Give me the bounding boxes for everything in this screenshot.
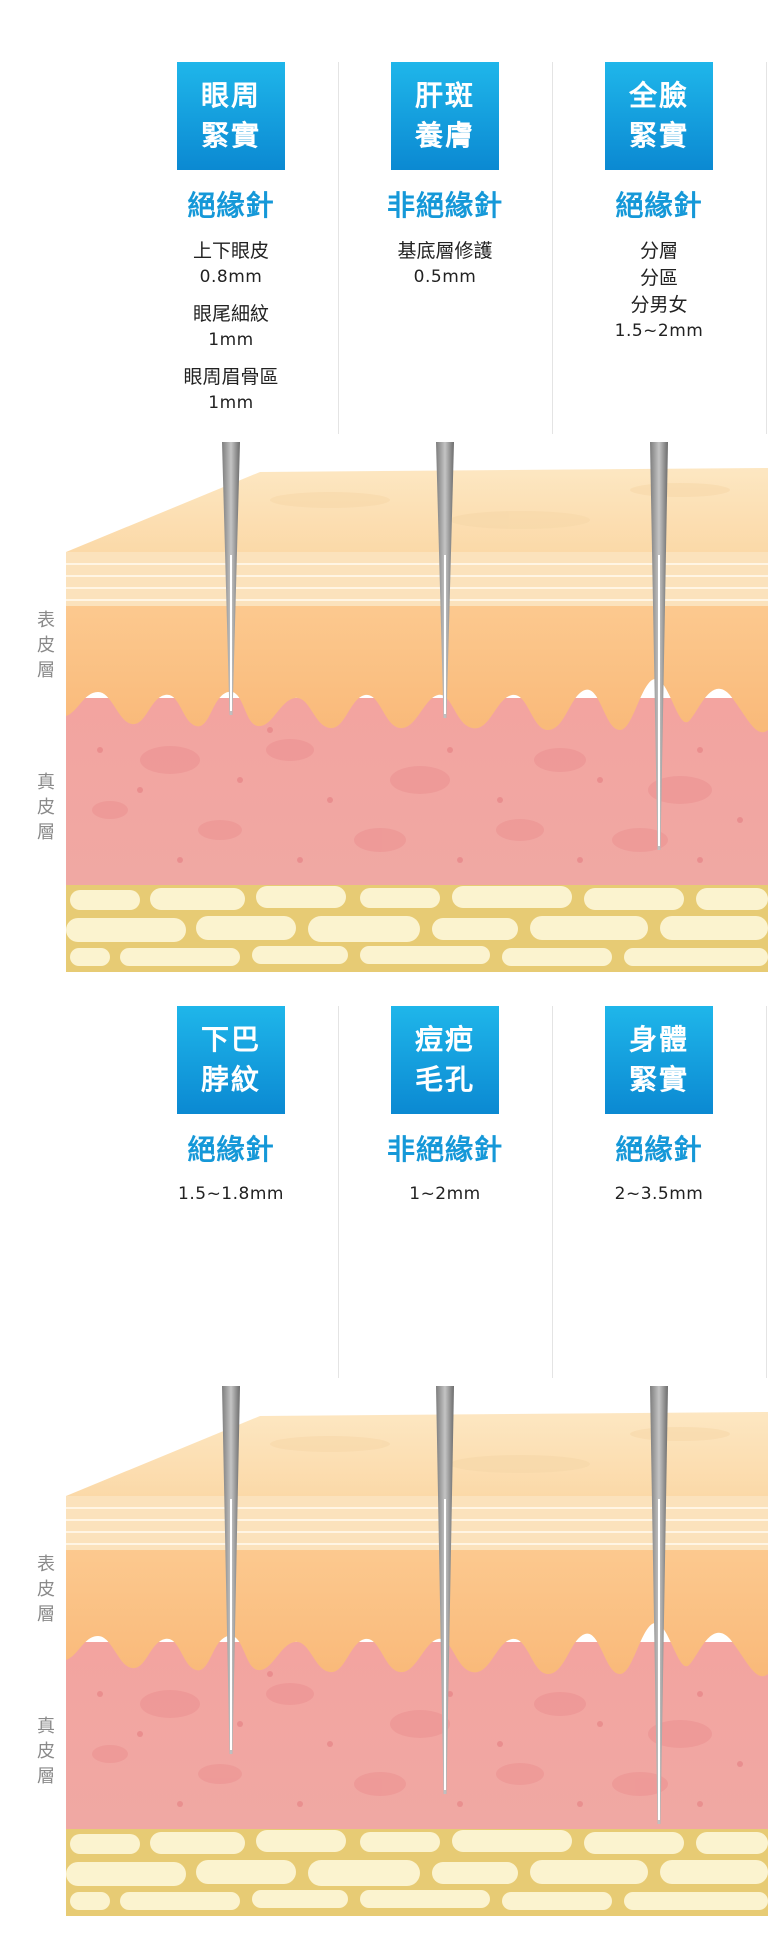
needle-type-label: 絕緣針 [187, 1133, 275, 1166]
panel-1: 眼周 緊實 絕緣針 上下眼皮 0.8mm 眼尾細紋 1mm 眼周眉骨區 1mm … [37, 62, 768, 972]
treatment-column-acne-pores: 痘疤 毛孔 非絕緣針 1~2mm [338, 1006, 552, 1376]
fat-cells [66, 1830, 768, 1910]
dermis-layer [66, 1642, 768, 1829]
needle-type-label: 非絕緣針 [386, 1133, 503, 1166]
detail-item: 分層 [639, 240, 678, 262]
skin-cross-section-diagram [66, 1386, 768, 1916]
detail-item: 分區 [639, 267, 678, 289]
needle-type-label: 絕緣針 [615, 189, 703, 222]
dermis-dots [97, 1671, 743, 1807]
detail-item: 1~2mm [409, 1184, 481, 1204]
detail-item: 上下眼皮 0.8mm [192, 240, 269, 287]
detail-item: 1.5~1.8mm [178, 1184, 284, 1204]
stratum-corneum [66, 552, 768, 606]
needle-type-label: 絕緣針 [187, 189, 275, 222]
stratum-corneum [66, 1496, 768, 1550]
detail-item: 眼周眉骨區 1mm [183, 366, 279, 413]
needle-type-label: 非絕緣針 [386, 189, 503, 222]
needle-type-label: 絕緣針 [615, 1133, 703, 1166]
column-divider [766, 62, 767, 434]
treatment-badge: 痘疤 毛孔 [391, 1006, 499, 1114]
epidermis-layer [66, 605, 768, 733]
needles [222, 1386, 668, 1824]
treatment-column-full-face: 全臉 緊實 絕緣針 分層 分區 分男女 1.5~2mm [552, 62, 766, 432]
treatment-details: 1.5~1.8mm [124, 1182, 338, 1206]
needles [222, 442, 668, 850]
detail-item: 基底層修護 0.5mm [397, 240, 493, 287]
treatment-badge: 身體 緊實 [605, 1006, 713, 1114]
treatment-badge: 眼周 緊實 [177, 62, 285, 170]
epidermis-layer [66, 1549, 768, 1677]
dermis-spots [92, 1683, 712, 1796]
treatment-column-melasma: 肝斑 養膚 非絕緣針 基底層修護 0.5mm [338, 62, 552, 432]
treatment-details: 上下眼皮 0.8mm 眼尾細紋 1mm 眼周眉骨區 1mm [124, 238, 338, 415]
treatment-badge: 肝斑 養膚 [391, 62, 499, 170]
column-divider [338, 62, 339, 434]
treatment-details: 2~3.5mm [552, 1182, 766, 1206]
panel-2: 下巴 脖紋 絕緣針 1.5~1.8mm 痘疤 毛孔 非絕緣針 1~2mm 身體 … [0, 944, 768, 1924]
treatment-details: 基底層修護 0.5mm [338, 238, 552, 289]
skin-surface [66, 468, 768, 552]
dermis-label: 真皮層 [37, 772, 55, 843]
column-divider [338, 1006, 339, 1378]
epidermis-label: 表皮層 [37, 1554, 55, 1625]
treatment-details: 分層 分區 分男女 1.5~2mm [552, 238, 766, 343]
skin-cross-section-diagram [66, 442, 768, 972]
dermis-spots [92, 739, 712, 852]
treatment-column-eye: 眼周 緊實 絕緣針 上下眼皮 0.8mm 眼尾細紋 1mm 眼周眉骨區 1mm [124, 62, 338, 432]
skin-surface [66, 1412, 768, 1496]
fat-cells [66, 886, 768, 966]
treatment-badge: 下巴 脖紋 [177, 1006, 285, 1114]
treatment-details: 1~2mm [338, 1182, 552, 1206]
treatment-badge: 全臉 緊實 [605, 62, 713, 170]
corneum-lines [66, 1507, 768, 1545]
detail-item: 2~3.5mm [614, 1184, 704, 1204]
column-divider [552, 1006, 553, 1378]
column-divider [766, 1006, 767, 1378]
corneum-lines [66, 563, 768, 601]
column-divider [552, 62, 553, 434]
treatment-column-chin-neck: 下巴 脖紋 絕緣針 1.5~1.8mm [124, 1006, 338, 1376]
epidermis-label: 表皮層 [37, 610, 55, 681]
dermis-label: 真皮層 [37, 1716, 55, 1787]
treatment-column-body: 身體 緊實 絕緣針 2~3.5mm [552, 1006, 766, 1376]
dermis-dots [97, 727, 743, 863]
detail-item: 眼尾細紋 1mm [192, 303, 269, 350]
detail-item: 分男女 1.5~2mm [614, 294, 704, 341]
dermis-layer [66, 698, 768, 885]
